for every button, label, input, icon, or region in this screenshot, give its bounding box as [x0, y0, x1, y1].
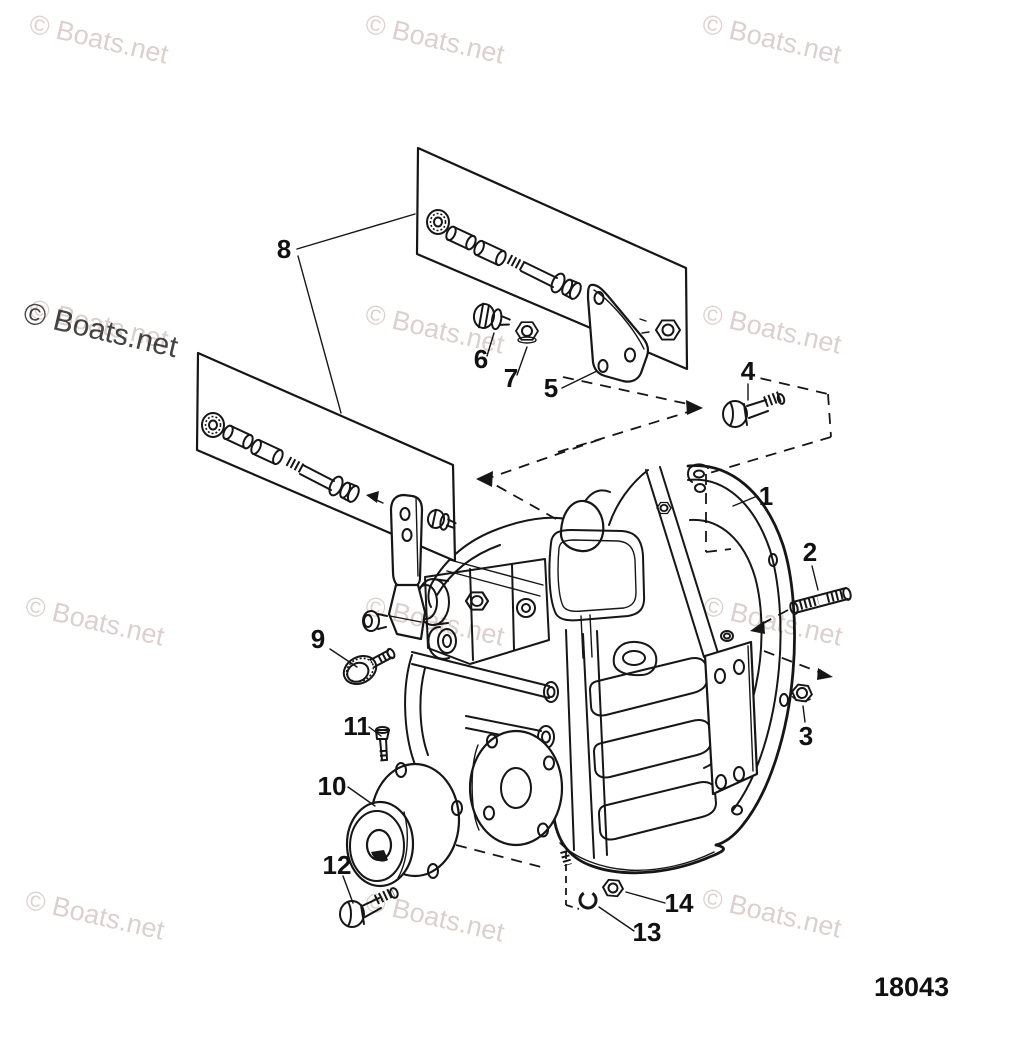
hex-fitting [464, 591, 490, 611]
drawing-number: 18043 [874, 972, 949, 1002]
bell-housing-outer-rim [686, 464, 796, 847]
watermark-dark: © Boats.net [20, 297, 181, 365]
callout-labels: 1 2 3 4 5 6 7 8 9 10 11 12 13 14 [277, 234, 817, 947]
mounting-strap-bracket [387, 493, 457, 641]
callout-label-6: 6 [474, 344, 488, 374]
hardware-panel-upper [415, 146, 689, 383]
nut-7 [515, 321, 539, 344]
callout-label-4: 4 [741, 356, 756, 386]
callout-label-10: 10 [318, 771, 347, 801]
side-cover-gasket [557, 539, 637, 613]
panel-bolt [506, 254, 582, 300]
panel-nut [639, 318, 681, 341]
locknut [426, 209, 450, 235]
stud-2 [789, 587, 852, 615]
upper-support-arm [411, 626, 559, 703]
watermark-text: © Boats.net [700, 299, 845, 360]
watermark-text: © Boats.net [700, 9, 845, 70]
valve-body [424, 558, 550, 665]
keyway [371, 850, 388, 862]
bolt-4 [722, 390, 786, 428]
bell-housing-flange-rim [687, 478, 782, 811]
bolt-boss [516, 598, 536, 618]
bolt-11 [375, 726, 390, 763]
callout-label-3: 3 [799, 721, 813, 751]
bracket-5 [586, 283, 650, 383]
watermark-text: © Boats.net [363, 9, 508, 70]
callout-label-9: 9 [311, 624, 325, 654]
callout-label-8: 8 [277, 234, 291, 264]
alignment-dashes [455, 373, 833, 910]
rear-mount-plate [703, 640, 759, 796]
plug-9 [342, 647, 396, 685]
callout-label-11: 11 [343, 711, 371, 741]
bolt-6 [472, 302, 511, 331]
callout-label-13: 13 [633, 917, 662, 947]
nut-14 [601, 878, 625, 898]
insert-arrow [366, 491, 384, 504]
case-joint-lines [446, 559, 544, 597]
lock-washer-13 [578, 890, 598, 910]
sump-outline [551, 804, 725, 875]
front-strut [645, 466, 719, 658]
callout-label-14: 14 [665, 888, 694, 918]
watermark-text: © Boats.net [23, 885, 168, 946]
drive-coupler [345, 762, 463, 888]
panel-bolt [285, 456, 360, 503]
spacer [445, 225, 477, 251]
watermark-text: © Boats.net [23, 591, 168, 652]
sump-lip [559, 842, 715, 871]
locknut [201, 412, 225, 438]
case-ribs [589, 657, 717, 841]
watermark-text: © Boats.net [700, 883, 845, 944]
callout-label-2: 2 [803, 537, 817, 567]
watermark-text: © Boats.net [701, 591, 846, 652]
lifting-ear [612, 640, 658, 677]
callout-label-1: 1 [759, 481, 773, 511]
callout-leaders [296, 213, 819, 932]
spacer [473, 239, 507, 267]
callout-label-5: 5 [544, 373, 558, 403]
watermark-text: © Boats.net [363, 887, 508, 948]
callout-label-12: 12 [323, 850, 352, 880]
output-flange [468, 729, 564, 847]
transmission-housing [362, 463, 796, 875]
nut-3 [790, 682, 814, 704]
callout-label-7: 7 [504, 363, 518, 393]
top-cover [427, 516, 579, 608]
pad-edge-lines [580, 614, 593, 659]
strap-bolt [426, 508, 457, 531]
face-stud [720, 630, 734, 642]
spacer [222, 424, 254, 450]
shift-cap [559, 499, 605, 553]
watermark-text: © Boats.net [27, 9, 172, 70]
side-cover-pad [548, 529, 646, 622]
bolt-12 [339, 887, 399, 928]
face-nut [656, 501, 672, 515]
spacer [250, 438, 284, 466]
cover-to-bell-transition [585, 469, 649, 526]
bell-flange-holes [687, 463, 789, 816]
left-bolt-head [362, 610, 388, 632]
watermark-text: © Boats.net [363, 299, 508, 360]
